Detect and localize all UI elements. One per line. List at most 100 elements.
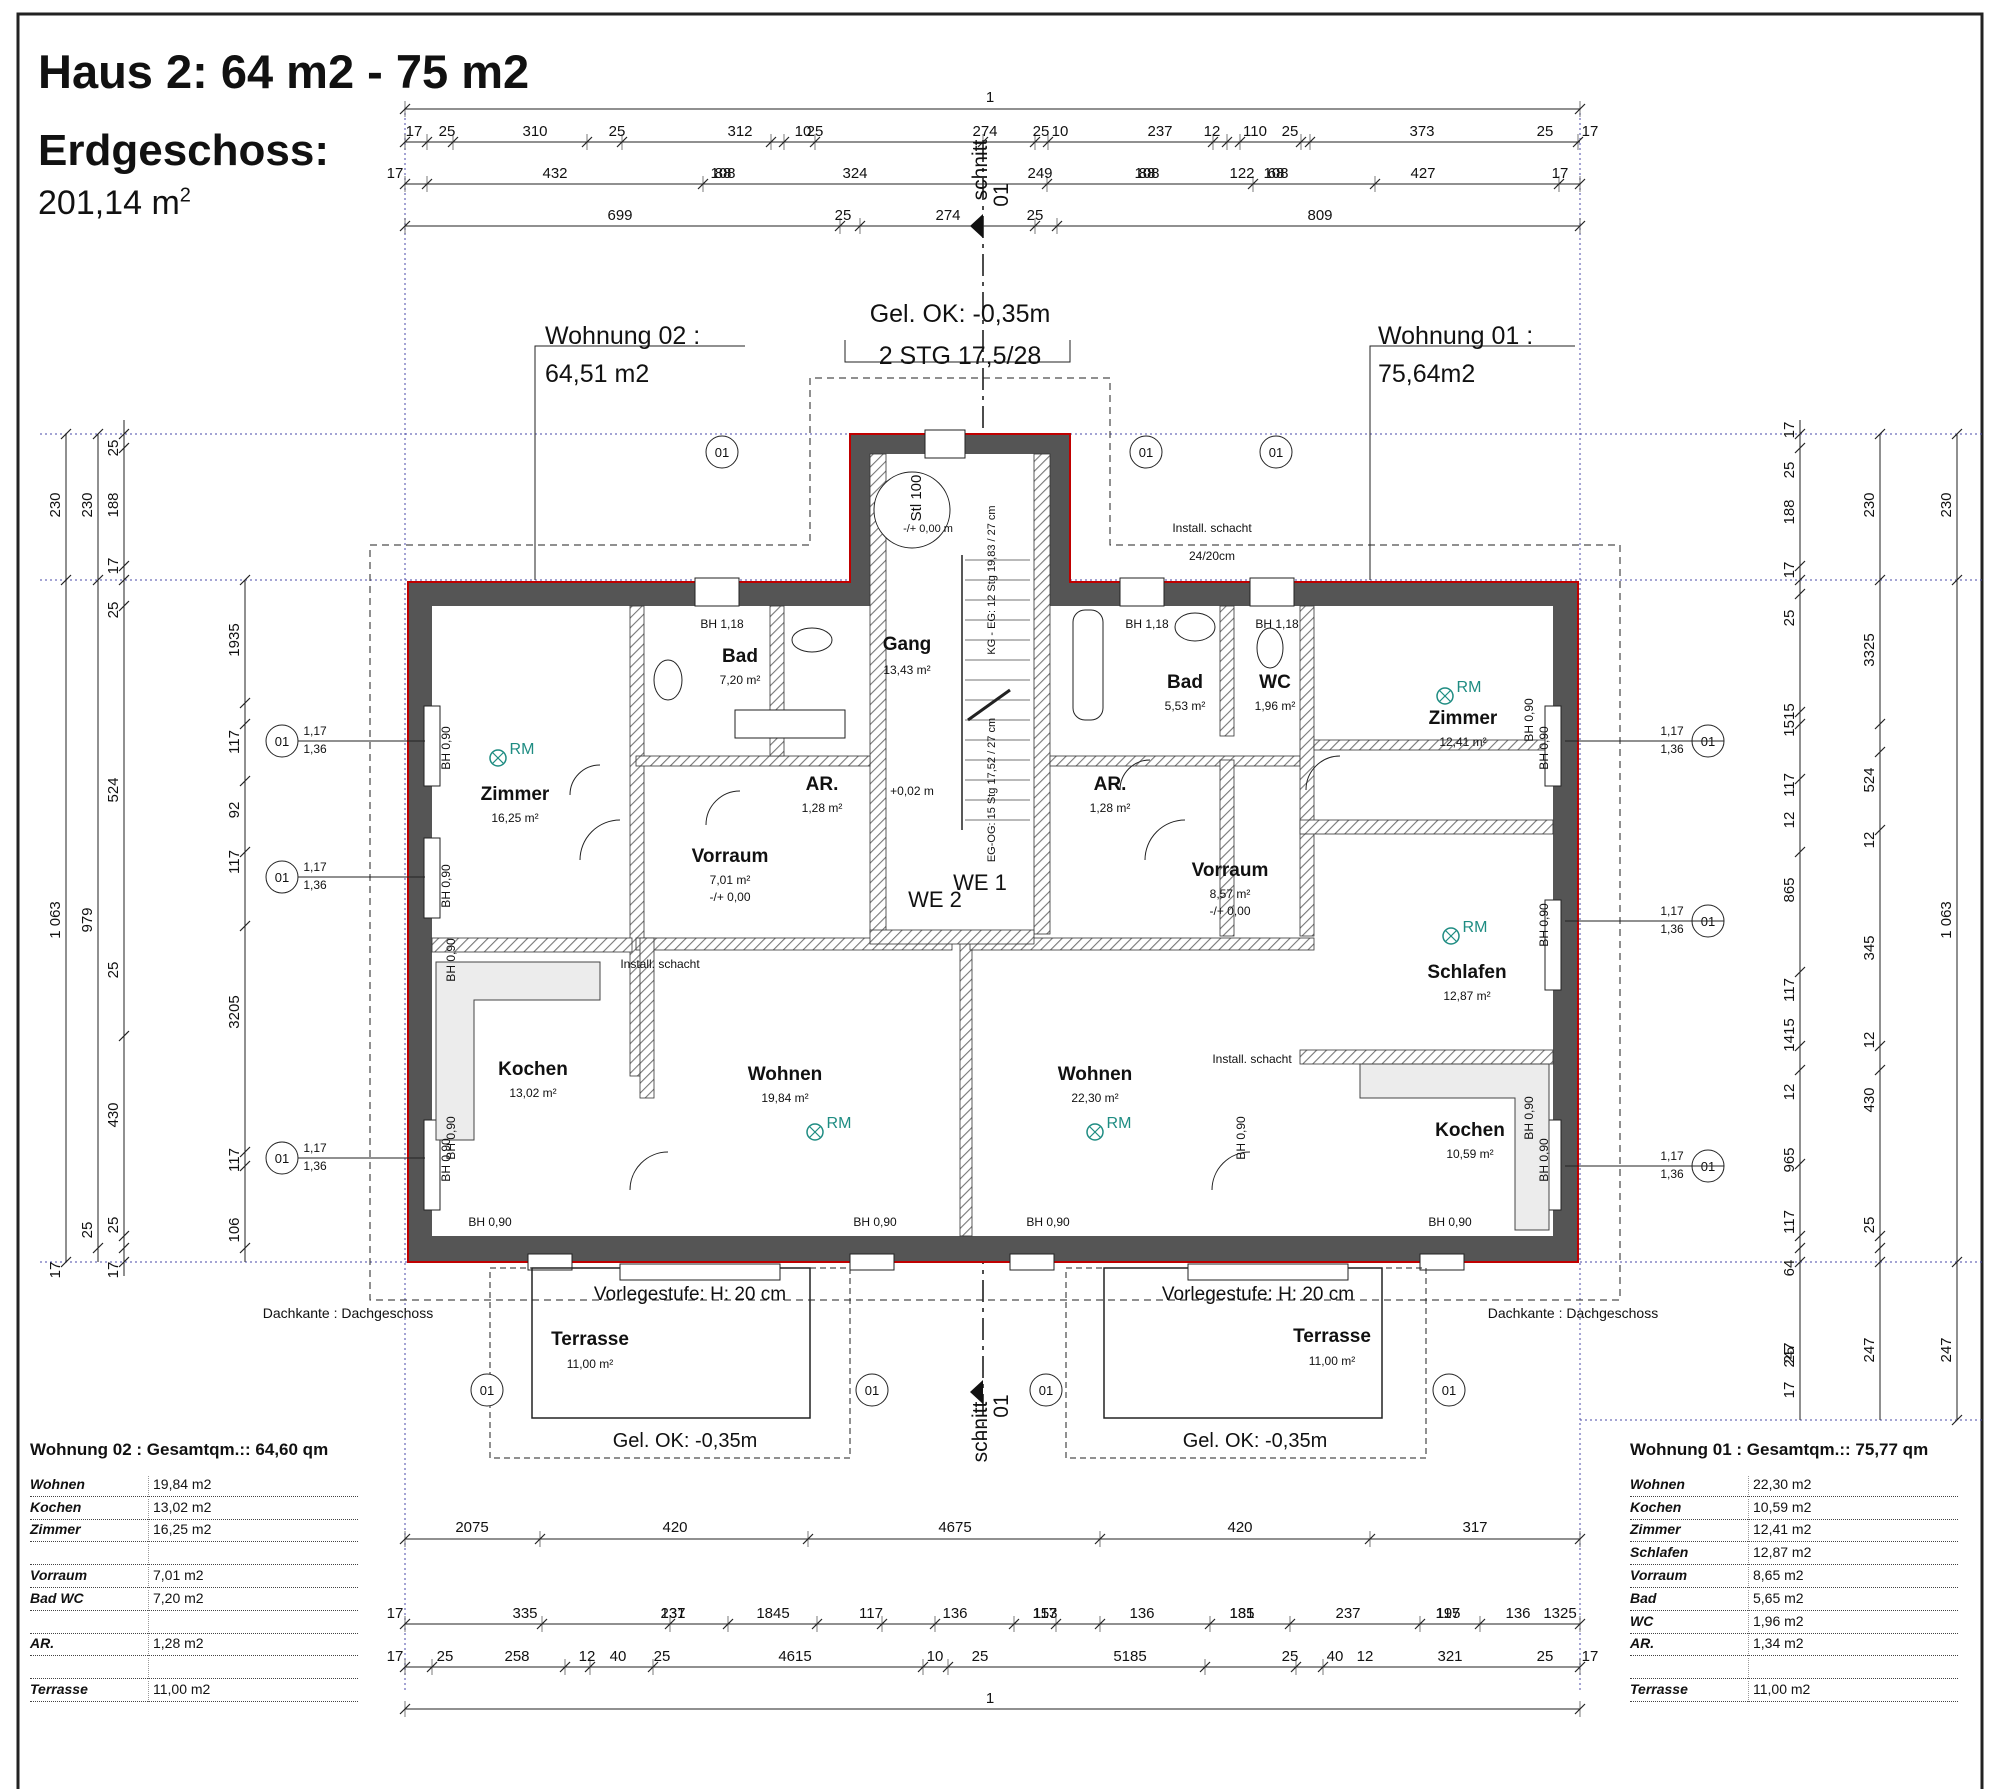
dim-label: 1415 xyxy=(1781,1018,1798,1051)
dim-label: 12 xyxy=(579,1648,596,1665)
summary-row: AR.1,28 m2 xyxy=(30,1634,358,1657)
dim-tick xyxy=(1874,428,1886,440)
room-name: Wohnen xyxy=(1058,1064,1133,1085)
room-area: 5,53 m² xyxy=(1165,699,1206,713)
window xyxy=(1009,1253,1055,1271)
dim-label: 25 xyxy=(105,440,122,457)
summary-area: 1,34 m2 xyxy=(1748,1635,1958,1657)
bathtub xyxy=(1072,609,1104,721)
room-name: Bad xyxy=(1167,672,1203,693)
room-name: Vorraum xyxy=(692,846,769,867)
interior-wall xyxy=(1049,755,1301,767)
interior-wall xyxy=(869,929,1035,945)
dim-tick xyxy=(1874,718,1886,730)
floor-area-value: 201,14 m xyxy=(38,184,180,222)
window-tag-number: 01 xyxy=(1139,445,1153,460)
dim-label: 25 xyxy=(1282,123,1299,140)
stair-run-note: EG-OG: 15 Stg 17,52 / 27 cm xyxy=(986,718,998,862)
dim-label: 25 xyxy=(1781,1347,1798,1364)
room-name: Zimmer xyxy=(1429,708,1498,729)
dim-label: 10 xyxy=(795,123,812,140)
dim-label: 25 xyxy=(1033,123,1050,140)
summary-row xyxy=(1630,1656,1958,1680)
floor-title: Erdgeschoss: xyxy=(38,126,329,175)
door-swing xyxy=(629,1151,669,1191)
window-sill: 1,17 xyxy=(303,860,327,874)
dim-label: 117 xyxy=(226,850,243,874)
dim-label: 117 xyxy=(226,1148,243,1172)
summary-room: Zimmer xyxy=(1630,1521,1748,1543)
dim-tick xyxy=(1794,428,1806,440)
dim-tick xyxy=(1794,1040,1806,1052)
dim-label: 3205 xyxy=(226,995,243,1028)
summary-area: 22,30 m2 xyxy=(1748,1475,1958,1497)
window xyxy=(1119,577,1165,607)
summary-room: AR. xyxy=(30,1635,148,1657)
gang-level: +0,02 m xyxy=(890,784,934,798)
dim-label: 247 xyxy=(1861,1337,1878,1362)
dim-tick xyxy=(239,920,251,932)
window-tag xyxy=(1029,1373,1063,1407)
summary-room: Kochen xyxy=(1630,1499,1748,1520)
dim-tick xyxy=(1874,574,1886,586)
apartment-02-area: 64,51 m2 xyxy=(545,360,649,388)
door-swing xyxy=(1305,755,1341,791)
summary-room xyxy=(30,1658,148,1680)
dim-label: 68 xyxy=(1268,165,1285,182)
dim-label: 64 xyxy=(1781,1260,1798,1277)
room-name: Bad xyxy=(722,646,758,667)
window-bh: BH 1,18 xyxy=(700,617,744,631)
dim-label: 2075 xyxy=(455,1519,488,1536)
chimney-level: -/+ 0,00 m xyxy=(903,523,953,535)
interior-wall xyxy=(1219,605,1235,737)
dim-label: 312 xyxy=(727,123,752,140)
section-arrow-icon xyxy=(970,1380,983,1404)
window-bh: BH 0,90 xyxy=(1537,1138,1551,1182)
room-area: 1,96 m² xyxy=(1255,699,1296,713)
dim-tick xyxy=(1794,966,1806,978)
window-tag xyxy=(855,1373,889,1407)
window xyxy=(527,1253,573,1271)
room-name: WC xyxy=(1259,672,1291,693)
step-note: Vorlegestufe: H: 20 cm xyxy=(1162,1284,1354,1305)
dim-tick xyxy=(1874,1256,1886,1268)
dim-label: 195 xyxy=(1435,1605,1460,1622)
summary-area: 19,84 m2 xyxy=(148,1475,358,1497)
room-area: 10,59 m² xyxy=(1446,1147,1493,1161)
door-swing xyxy=(579,819,621,861)
stair-level-note: Gel. OK: -0,35m xyxy=(870,300,1051,328)
dim-tick xyxy=(1794,1256,1806,1268)
summary-area xyxy=(1748,1658,1958,1680)
dim-tick xyxy=(1951,1414,1963,1426)
room-area: 11,00 m² xyxy=(1309,1354,1355,1368)
dim-tick xyxy=(239,1160,251,1172)
window xyxy=(1544,705,1562,787)
sink xyxy=(1174,612,1216,642)
summary-area: 8,65 m2 xyxy=(1748,1566,1958,1588)
dim-label: 25 xyxy=(1781,462,1798,479)
summary-room: Wohnen xyxy=(30,1476,148,1497)
summary-room xyxy=(1630,1658,1748,1680)
smoke-detector-label: RM xyxy=(1457,679,1482,696)
install-shaft-note: Install. schacht xyxy=(620,957,700,971)
room-area: 13,02 m² xyxy=(509,1086,556,1100)
dim-label: 12 xyxy=(1861,1032,1878,1049)
dim-label: 25 xyxy=(1537,123,1554,140)
outline-red xyxy=(407,433,1579,1263)
dim-label: 230 xyxy=(47,492,64,517)
interior-wall xyxy=(635,755,871,767)
dim-label: 230 xyxy=(1938,492,1955,517)
dim-tick xyxy=(1874,824,1886,836)
section-label: schnitt xyxy=(969,139,992,200)
dim-tick xyxy=(239,1242,251,1254)
summary-area: 12,87 m2 xyxy=(1748,1544,1958,1566)
summary-room: Terrasse xyxy=(1630,1681,1748,1702)
dim-label: 17 xyxy=(1781,422,1798,439)
dim-tick xyxy=(1874,1230,1886,1242)
house-title: Haus 2: 64 m2 - 75 m2 xyxy=(38,45,530,98)
window-head: 1,36 xyxy=(303,1159,327,1173)
